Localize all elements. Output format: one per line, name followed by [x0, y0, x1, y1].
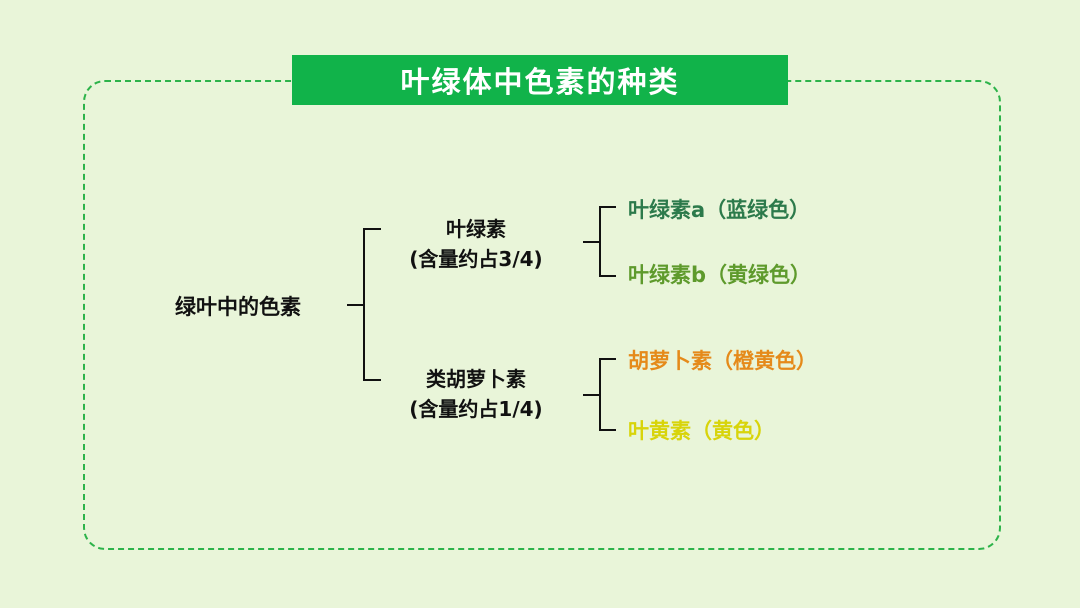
root-label: 绿叶中的色素: [175, 295, 301, 319]
group-name: 类胡萝卜素: [426, 367, 526, 391]
leaf-chlorophyll-a: 叶绿素a（蓝绿色）: [628, 198, 811, 222]
group-carotenoid: 类胡萝卜素 (含量约占1/4): [366, 364, 586, 424]
group-share: (含量约占3/4): [409, 247, 543, 271]
leaf-chlorophyll-b: 叶绿素b（黄绿色）: [628, 263, 812, 287]
group-chlorophyll: 叶绿素 (含量约占3/4): [366, 214, 586, 274]
carotenoid-bracket: [599, 358, 616, 431]
chlorophyll-bracket: [599, 206, 616, 277]
root-bracket: [363, 228, 381, 381]
group-share: (含量约占1/4): [409, 397, 543, 421]
group-name: 叶绿素: [446, 217, 506, 241]
leaf-carotene: 胡萝卜素（橙黄色）: [628, 349, 817, 373]
leaf-xanthophyll: 叶黄素（黄色）: [628, 419, 775, 443]
page-title: 叶绿体中色素的种类: [292, 55, 788, 105]
